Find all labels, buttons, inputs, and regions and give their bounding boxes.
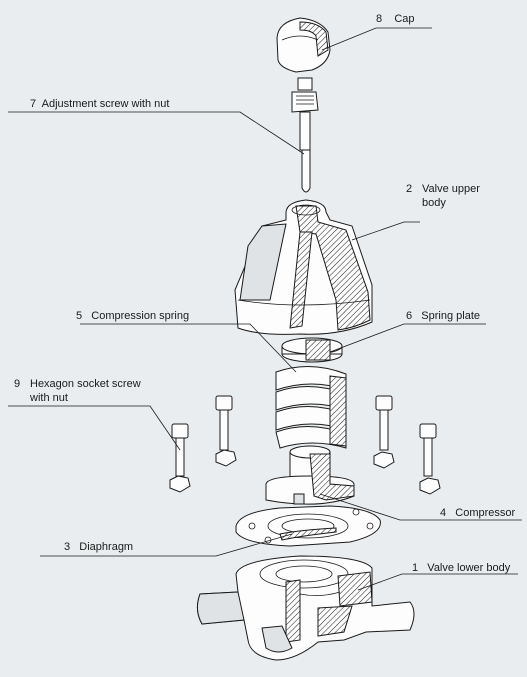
label-adjustment-screw-number: 7 <box>30 98 37 110</box>
label-cap-text: Cap <box>394 13 415 25</box>
label-valve-lower-body-text: Valve lower body <box>427 562 511 574</box>
label-valve-upper-body-number: 2 <box>406 183 413 195</box>
label-adjustment-screw: 7 Adjustment screw with nut <box>30 97 169 111</box>
label-valve-upper-body-text: Valve upper body <box>422 183 480 209</box>
label-diaphragm-number: 3 <box>64 541 71 553</box>
label-cap: 8 Cap <box>376 12 415 26</box>
label-hexagon-screws-number: 9 <box>14 378 21 390</box>
leader-lines <box>8 27 522 591</box>
label-hexagon-screws-text: Hexagon socket screw with nut <box>30 378 141 404</box>
label-diaphragm: 3 Diaphragm <box>64 540 133 554</box>
label-diaphragm-text: Diaphragm <box>79 541 134 553</box>
label-cap-number: 8 <box>376 13 383 25</box>
label-compression-spring-text: Compression spring <box>91 310 190 322</box>
valve-upper-body-part <box>234 199 373 335</box>
screw-right-front <box>419 423 441 495</box>
label-valve-upper-body: 2 <box>406 182 412 196</box>
diaphragm-part <box>235 505 381 547</box>
spring-plate-part <box>281 337 343 363</box>
label-compression-spring-number: 5 <box>76 310 83 322</box>
label-compressor-text: Compressor <box>455 507 516 519</box>
label-compressor-number: 4 <box>440 507 447 519</box>
label-compression-spring: 5 Compression spring <box>76 309 189 323</box>
screw-left-front <box>169 423 191 493</box>
cap-part <box>276 17 331 73</box>
label-valve-lower-body-number: 1 <box>412 562 419 574</box>
hexagon-screws-part <box>169 395 441 495</box>
label-adjustment-screw-text: Adjustment screw with nut <box>41 98 170 110</box>
label-spring-plate-text: Spring plate <box>421 310 481 322</box>
compressor-part <box>265 445 355 505</box>
adjustment-screw-part <box>291 77 319 193</box>
compression-spring-part <box>275 365 347 449</box>
screw-left-back <box>215 395 237 467</box>
label-compressor: 4 Compressor <box>440 506 515 520</box>
label-spring-plate: 6 Spring plate <box>406 309 480 323</box>
valve-lower-body-part <box>196 555 415 661</box>
label-spring-plate-number: 6 <box>406 310 413 322</box>
label-valve-lower-body: 1 Valve lower body <box>412 561 510 575</box>
screw-right-back <box>373 395 395 469</box>
